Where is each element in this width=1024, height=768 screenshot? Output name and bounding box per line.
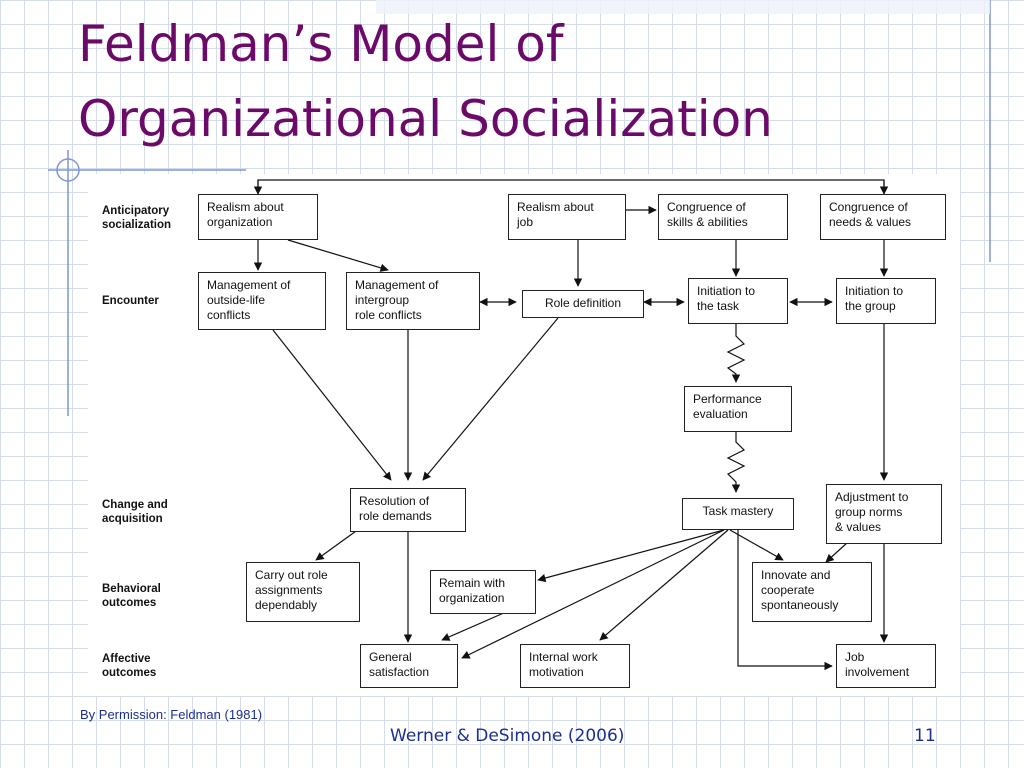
box-realism-job: Realism about job — [508, 194, 626, 240]
box-role-definition: Role definition — [522, 290, 644, 318]
box-resolution-role-demands: Resolution of role demands — [350, 488, 466, 532]
box-task-mastery: Task mastery — [682, 498, 794, 530]
box-initiation-task: Initiation to the task — [688, 278, 788, 324]
box-adjustment-group-norms: Adjustment to group norms & values — [826, 484, 942, 544]
socialization-diagram: Anticipatory socialization Encounter Cha… — [88, 174, 960, 696]
footer-citation: Werner & DeSimone (2006) — [390, 726, 625, 746]
stage-label-behavioral: Behavioral outcomes — [102, 583, 161, 609]
stage-label-change: Change and acquisition — [102, 499, 168, 525]
credit-text: By Permission: Feldman (1981) — [80, 707, 263, 722]
box-management-outside-life: Management of outside-life conflicts — [198, 272, 326, 330]
stage-label-affective: Affective outcomes — [102, 653, 157, 679]
box-performance-evaluation: Performance evaluation — [684, 386, 792, 432]
slide-title-line-1: Feldman’s Model of — [78, 15, 564, 73]
box-initiation-group: Initiation to the group — [836, 278, 936, 324]
box-congruence-skills: Congruence of skills & abilities — [658, 194, 788, 240]
box-congruence-needs: Congruence of needs & values — [820, 194, 946, 240]
stage-label-anticipatory: Anticipatory socialization — [102, 205, 172, 231]
box-innovate-cooperate: Innovate and cooperate spontaneously — [752, 562, 872, 622]
box-management-intergroup: Management of intergroup role conflicts — [346, 272, 480, 330]
arrow-outside-to-resolution — [272, 329, 392, 481]
arrow-performance-to-mastery — [726, 432, 746, 493]
arrow-top-bracket — [257, 179, 885, 192]
box-realism-organization: Realism about organization — [198, 194, 318, 240]
accent-band-top — [376, 0, 990, 14]
arrow-mastery-to-involvement — [737, 530, 833, 671]
diagram-arrows — [253, 179, 889, 671]
box-carry-out-role: Carry out role assignments dependably — [246, 562, 360, 622]
arrow-mastery-to-satisfaction — [461, 529, 725, 659]
box-general-satisfaction: General satisfaction — [360, 644, 458, 688]
arrow-task-to-performance — [726, 324, 746, 383]
arrow-realism-org-to-intergroup — [287, 239, 389, 272]
box-job-involvement: Job involvement — [836, 644, 936, 688]
accent-circle — [56, 158, 80, 182]
slide-title-line-2: Organizational Socialization — [78, 90, 773, 148]
arrow-mastery-to-motivation — [599, 529, 729, 641]
arrow-adjustment-to-innovate — [825, 541, 849, 563]
arrow-remain-to-satisfaction — [441, 611, 507, 641]
arrow-mastery-to-remain — [537, 529, 725, 583]
arrow-role-to-resolution — [422, 317, 559, 481]
box-remain-with-organization: Remain with organization — [430, 570, 536, 614]
stage-label-encounter: Encounter — [102, 295, 159, 307]
box-internal-work-motivation: Internal work motivation — [520, 644, 630, 688]
page-number: 11 — [914, 726, 936, 746]
arrow-mastery-to-innovate — [729, 529, 784, 561]
